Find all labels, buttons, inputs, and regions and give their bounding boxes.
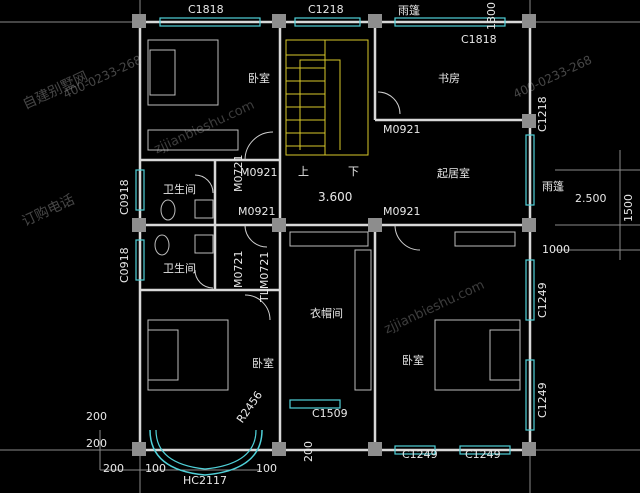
dim-bottom-200: 200 (103, 462, 124, 475)
dim-bottom-200b: 200 (302, 441, 315, 462)
door-study: M0921 (383, 123, 421, 136)
dim-left-200b: 200 (86, 437, 107, 450)
door-living: M0921 (383, 205, 421, 218)
window-top-left: C1818 (188, 3, 224, 16)
door-swings (194, 91, 421, 321)
dim-left-200a: 200 (86, 410, 107, 423)
door-hall: M0921 (238, 205, 276, 218)
window-left-2: C0918 (118, 247, 131, 283)
canopy-right-label: 雨篷 (542, 180, 564, 193)
window-top-mid: C1218 (308, 3, 344, 16)
stair-elevation: 3.600 (318, 190, 353, 204)
window-bottom-a: C1249 (402, 448, 438, 461)
window-bottom-b: C1249 (465, 448, 501, 461)
stair-up-label: 上 (298, 165, 309, 178)
room-bed-nw: 卧室 (248, 72, 270, 85)
walls (138, 20, 532, 452)
room-bed-se: 卧室 (402, 354, 424, 367)
stair (285, 39, 369, 156)
furniture (147, 39, 521, 391)
window-marks (135, 17, 535, 476)
canopy-top-label: 雨篷 (398, 4, 420, 17)
dim-1500: 1500 (622, 194, 635, 222)
room-study: 书房 (438, 72, 460, 85)
room-living: 起居室 (437, 167, 470, 180)
window-right-upper: C1218 (536, 96, 549, 132)
stair-down-label: 下 (348, 165, 359, 178)
room-bed-sw: 卧室 (252, 357, 274, 370)
room-bath-2: 卫生间 (163, 262, 196, 275)
dim-2500: 2.500 (575, 192, 607, 205)
door-bath-1-side: M0721 (232, 154, 245, 193)
door-bath-2: M0721 (232, 250, 245, 289)
dim-1300: 1300 (485, 2, 498, 30)
door-closet: TLM0721 (258, 251, 271, 302)
room-closet: 衣帽间 (310, 307, 343, 320)
dim-1000: 1000 (542, 243, 570, 256)
window-top-right: C1818 (461, 33, 497, 46)
window-right-mid: C1249 (536, 282, 549, 318)
dim-bottom-100b: 100 (256, 462, 277, 475)
dim-bottom-100a: 100 (145, 462, 166, 475)
window-left-1: C0918 (118, 179, 131, 215)
window-bay: HC2117 (183, 474, 227, 487)
room-bath-1: 卫生间 (163, 183, 196, 196)
columns (132, 14, 536, 456)
window-right-low: C1249 (536, 382, 549, 418)
window-corner-mid: C1509 (312, 407, 348, 420)
door-bath-1: M0921 (240, 166, 278, 179)
